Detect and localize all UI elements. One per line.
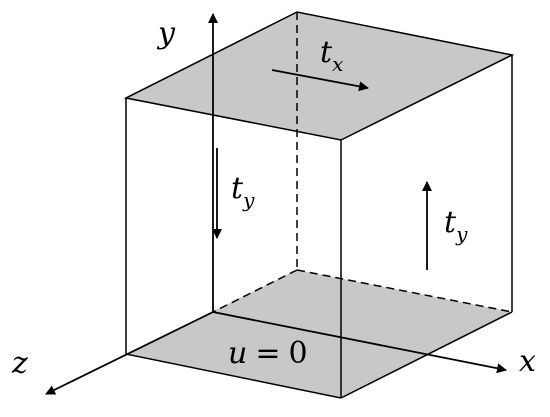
- bottom-face-label: u=0: [228, 336, 308, 371]
- z-axis-label: z: [11, 346, 28, 381]
- left-traction-label: ty: [231, 171, 255, 212]
- top-face: [123, 11, 515, 141]
- hidden-edge-left: [212, 269, 298, 313]
- top-traction-label: tx: [320, 35, 343, 76]
- hidden-edge-back: [296, 269, 513, 313]
- right-traction-label: ty: [444, 205, 468, 246]
- x-axis-arrow: [212, 311, 507, 374]
- y-axis-label: y: [156, 16, 176, 51]
- z-axis-arrow: [45, 311, 214, 395]
- x-axis-label: x: [519, 344, 536, 379]
- bottom-face: [126, 270, 512, 398]
- edge-bottom-front: [125, 353, 342, 399]
- top-traction-arrow: [271, 69, 369, 92]
